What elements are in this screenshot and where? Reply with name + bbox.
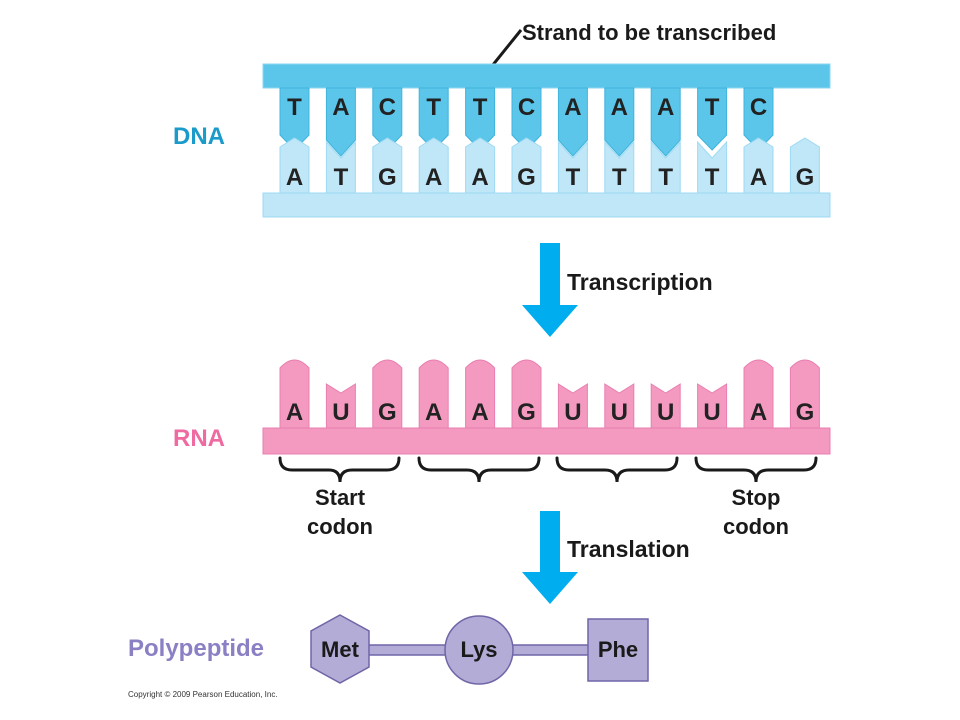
- dna-coding-base: [279, 137, 310, 194]
- dna-coding-base: [418, 137, 449, 194]
- rna-base-letter: A: [750, 399, 767, 426]
- codon-braces: [278, 456, 818, 483]
- stop-codon-label-line2: codon: [723, 514, 789, 539]
- copyright-notice: Copyright © 2009 Pearson Education, Inc.: [128, 690, 278, 699]
- rna-base: [789, 359, 820, 431]
- dna-coding-base-letter: T: [566, 164, 581, 191]
- dna-template-base-letter: A: [564, 94, 581, 121]
- translation-arrow: [522, 511, 578, 604]
- rna-base-letter: A: [286, 399, 303, 426]
- rna-base: [743, 359, 774, 431]
- dna-coding-backbone: [262, 192, 831, 218]
- phe-square: [587, 618, 649, 682]
- strand-to-be-transcribed-label: Strand to be transcribed: [522, 20, 776, 45]
- rna-base: [372, 359, 403, 431]
- rna-label: RNA: [173, 425, 225, 452]
- peptide-bond-2: [507, 644, 591, 656]
- rna-base: [465, 359, 496, 431]
- dna-template-base-letter: T: [426, 94, 441, 121]
- rna-backbone: [262, 427, 831, 455]
- codon-brace-4: [694, 456, 818, 483]
- dna-coding-base-letter: A: [750, 164, 767, 191]
- rna-base: [279, 359, 310, 431]
- rna-base-letter: U: [564, 399, 581, 426]
- met-hexagon: [310, 614, 370, 684]
- dna-template-base-letter: C: [750, 94, 767, 121]
- dna-template-base-letter: T: [473, 94, 488, 121]
- rna-base-letter: G: [378, 399, 397, 426]
- stop-codon-label-line1: Stop: [732, 485, 781, 510]
- translation-label: Translation: [567, 536, 690, 562]
- dna-template-backbone: [262, 63, 831, 89]
- dna-template-base: [604, 87, 635, 157]
- codon-brace-2: [417, 456, 541, 483]
- dna-coding-base-letter: G: [517, 164, 536, 191]
- rna-base-letter: U: [332, 399, 349, 426]
- dna-coding-base: [743, 137, 774, 194]
- rna-base: [511, 359, 542, 431]
- dna-coding-base-letter: T: [612, 164, 627, 191]
- dna-coding-base: [650, 140, 681, 194]
- dna-coding-base-letter: T: [705, 164, 720, 191]
- dna-coding-base: [511, 137, 542, 194]
- codon-brace-1: [278, 456, 401, 483]
- rna-base-letter: A: [425, 399, 442, 426]
- rna-base-letter: A: [471, 399, 488, 426]
- amino-acid-phe: Phe: [598, 637, 638, 662]
- dna-coding-base-letter: G: [378, 164, 397, 191]
- peptide-bond-1: [359, 644, 451, 656]
- dna-coding-base: [697, 140, 728, 194]
- dna-label: DNA: [173, 123, 225, 150]
- dna-template-base-letter: A: [611, 94, 628, 121]
- dna-template-base: [325, 87, 356, 157]
- polypeptide-label: Polypeptide: [128, 635, 264, 662]
- amino-acid-met: Met: [321, 637, 360, 662]
- dna-coding-base-letter: T: [658, 164, 673, 191]
- dna-template-base: [697, 87, 728, 151]
- codon-brace-3: [555, 456, 679, 483]
- rna-base-letter: G: [796, 399, 815, 426]
- dna-coding-base-letter: A: [471, 164, 488, 191]
- lys-circle: [444, 615, 514, 685]
- dna-base-pairs: T A A T C G T A T A C G A T A T A T T T C A G: [279, 87, 820, 194]
- rna-base-letter: G: [517, 399, 536, 426]
- dna-coding-base-letter: T: [334, 164, 349, 191]
- dna-coding-base: [789, 137, 820, 194]
- dna-template-base-letter: C: [518, 94, 535, 121]
- dna-coding-base: [465, 137, 496, 194]
- dna-coding-base-letter: A: [425, 164, 442, 191]
- dna-template-base: [557, 87, 588, 157]
- dna-template-base: [650, 87, 681, 157]
- dna-coding-base: [604, 140, 635, 194]
- rna-base-letter: U: [703, 399, 720, 426]
- start-codon-label-line1: Start: [315, 485, 366, 510]
- amino-acid-lys: Lys: [460, 637, 497, 662]
- dna-coding-base: [372, 137, 403, 194]
- start-codon-label-line2: codon: [307, 514, 373, 539]
- dna-template-base-letter: A: [332, 94, 349, 121]
- rna-base: [418, 359, 449, 431]
- dna-template-base-letter: C: [379, 94, 396, 121]
- dna-template-base-letter: T: [705, 94, 720, 121]
- dna-template-base-letter: A: [657, 94, 674, 121]
- rna-base-letter: U: [611, 399, 628, 426]
- rna-base-letter: U: [657, 399, 674, 426]
- dna-template-base-letter: T: [287, 94, 302, 121]
- transcription-label: Transcription: [567, 269, 713, 295]
- dna-coding-base: [557, 140, 588, 194]
- dna-coding-base: [325, 140, 356, 194]
- dna-coding-base-letter: A: [286, 164, 303, 191]
- transcription-arrow: [522, 243, 578, 337]
- dna-coding-base-letter: G: [796, 164, 815, 191]
